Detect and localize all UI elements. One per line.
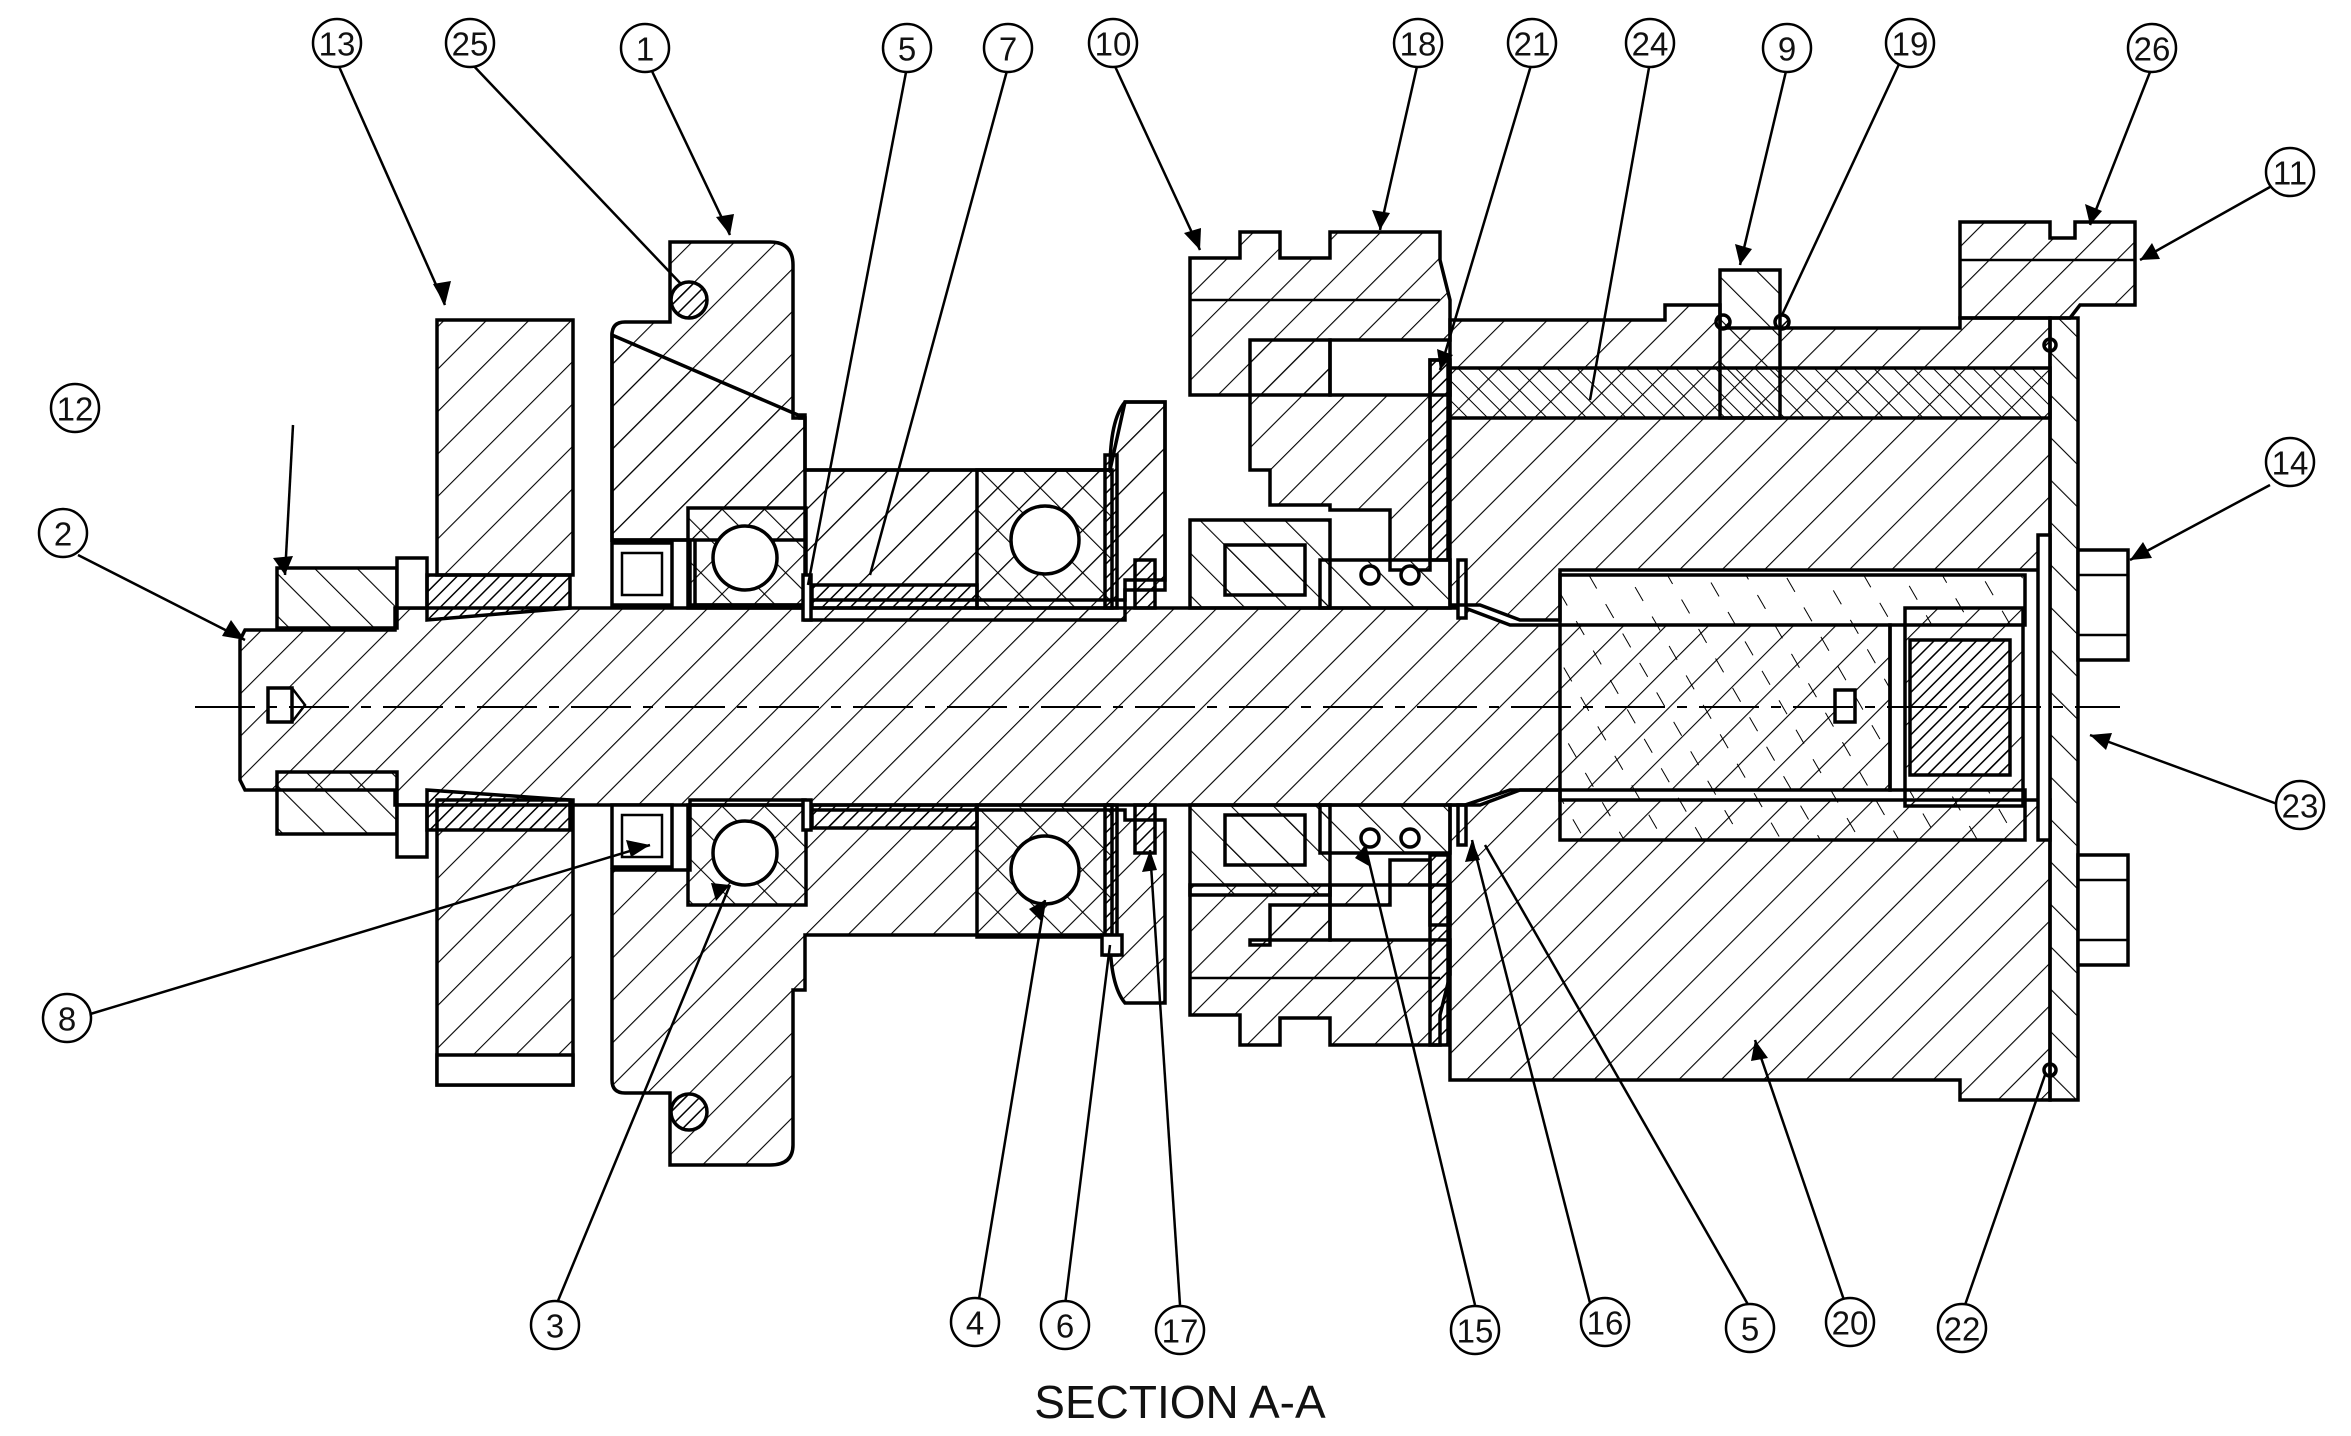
callout-3-bubble: [529, 1299, 581, 1351]
callout-label: 25: [452, 26, 489, 63]
callout-2-bubble: [37, 507, 89, 559]
callout-24-bubble: [1624, 17, 1676, 69]
part-17-spacer: [1133, 558, 1157, 855]
callout-18-bubble: [1392, 17, 1444, 69]
callout-label: 6: [1056, 1308, 1074, 1345]
callout-16-bubble: [1579, 1296, 1631, 1348]
callout-label: 19: [1892, 26, 1929, 63]
part-9-block: [1714, 268, 1791, 420]
leader-lines: [77, 61, 2281, 1309]
part-15-seal: [1223, 543, 1452, 867]
callout-11-bubble: [2264, 146, 2316, 198]
callout-label: 9: [1778, 31, 1796, 68]
callout-13-bubble: [311, 17, 363, 69]
callouts: 13 25 1 5 7 10 18 21 24 9 19 26 11 12 2 …: [37, 17, 2326, 1356]
callout-5-bubble-bottom: [1724, 1302, 1776, 1354]
callout-label: 3: [546, 1308, 564, 1345]
callout-14-bubble: [2264, 436, 2316, 488]
callout-7-bubble: [982, 22, 1034, 74]
callout-label: 4: [966, 1305, 984, 1342]
callout-label: 21: [1514, 26, 1551, 63]
callout-1-bubble: [619, 22, 671, 74]
arrowheads: [222, 204, 2160, 1061]
callout-label: 14: [2272, 445, 2309, 482]
callout-label: 7: [999, 31, 1017, 68]
callout-label: 22: [1944, 1311, 1981, 1348]
callout-label: 10: [1095, 26, 1132, 63]
part-end-cover: [2036, 316, 2080, 1102]
callout-9-bubble: [1761, 22, 1813, 74]
callout-25-bubble: [444, 17, 496, 69]
callout-label: 5: [898, 31, 916, 68]
callout-12-bubble: [49, 382, 101, 434]
callout-label: 13: [319, 26, 356, 63]
assembly-section: [195, 220, 2137, 1167]
callout-label: 12: [57, 391, 94, 428]
part-4-bearing: [975, 468, 1114, 939]
part-8-seal: [610, 541, 674, 869]
callout-label: 1: [636, 31, 654, 68]
part-13-plate: [435, 318, 575, 1087]
callout-6-bubble: [1039, 1299, 1091, 1351]
callout-label: 20: [1832, 1305, 1869, 1342]
callout-label: 18: [1400, 26, 1437, 63]
callout-23-bubble: [2274, 779, 2326, 831]
callout-26-bubble: [2126, 22, 2178, 74]
part-14-bolt: [2076, 548, 2130, 967]
callout-21-bubble: [1506, 17, 1558, 69]
callout-8-bubble: [41, 992, 93, 1044]
part-6-lockwasher: [1100, 453, 1124, 957]
callout-labels: 13 25 1 5 7 10 18 21 24 9 19 26 11 12 2 …: [54, 26, 2319, 1350]
callout-10-bubble: [1087, 17, 1139, 69]
part-25-oring: [669, 280, 709, 1132]
section-title: SECTION A-A: [1034, 1376, 1326, 1428]
callout-19-bubble: [1884, 17, 1936, 69]
callout-label: 5: [1741, 1311, 1759, 1348]
callout-22-bubble: [1936, 1302, 1988, 1354]
callout-label: 24: [1632, 26, 1669, 63]
callout-label: 8: [58, 1001, 76, 1038]
callout-17-bubble: [1154, 1304, 1206, 1356]
part-taper-sleeve: [425, 573, 572, 832]
callout-20-bubble: [1824, 1296, 1876, 1348]
callout-label: 26: [2134, 31, 2171, 68]
part-21-gasket: [1428, 358, 1450, 1047]
callout-label: 23: [2282, 788, 2319, 825]
part-3-bearing: [686, 506, 808, 907]
callout-label: 16: [1587, 1305, 1624, 1342]
callout-15-bubble: [1449, 1304, 1501, 1356]
callout-4-bubble: [949, 1296, 1001, 1348]
callout-label: 2: [54, 516, 72, 553]
callout-5-bubble-top: [881, 22, 933, 74]
callout-label: 15: [1457, 1313, 1494, 1350]
callout-bubbles: [37, 17, 2326, 1356]
part-11-clamp: [1958, 220, 2137, 320]
callout-label: 11: [2273, 155, 2307, 192]
callout-label: 17: [1162, 1313, 1199, 1350]
part-12-nut: [275, 556, 429, 859]
